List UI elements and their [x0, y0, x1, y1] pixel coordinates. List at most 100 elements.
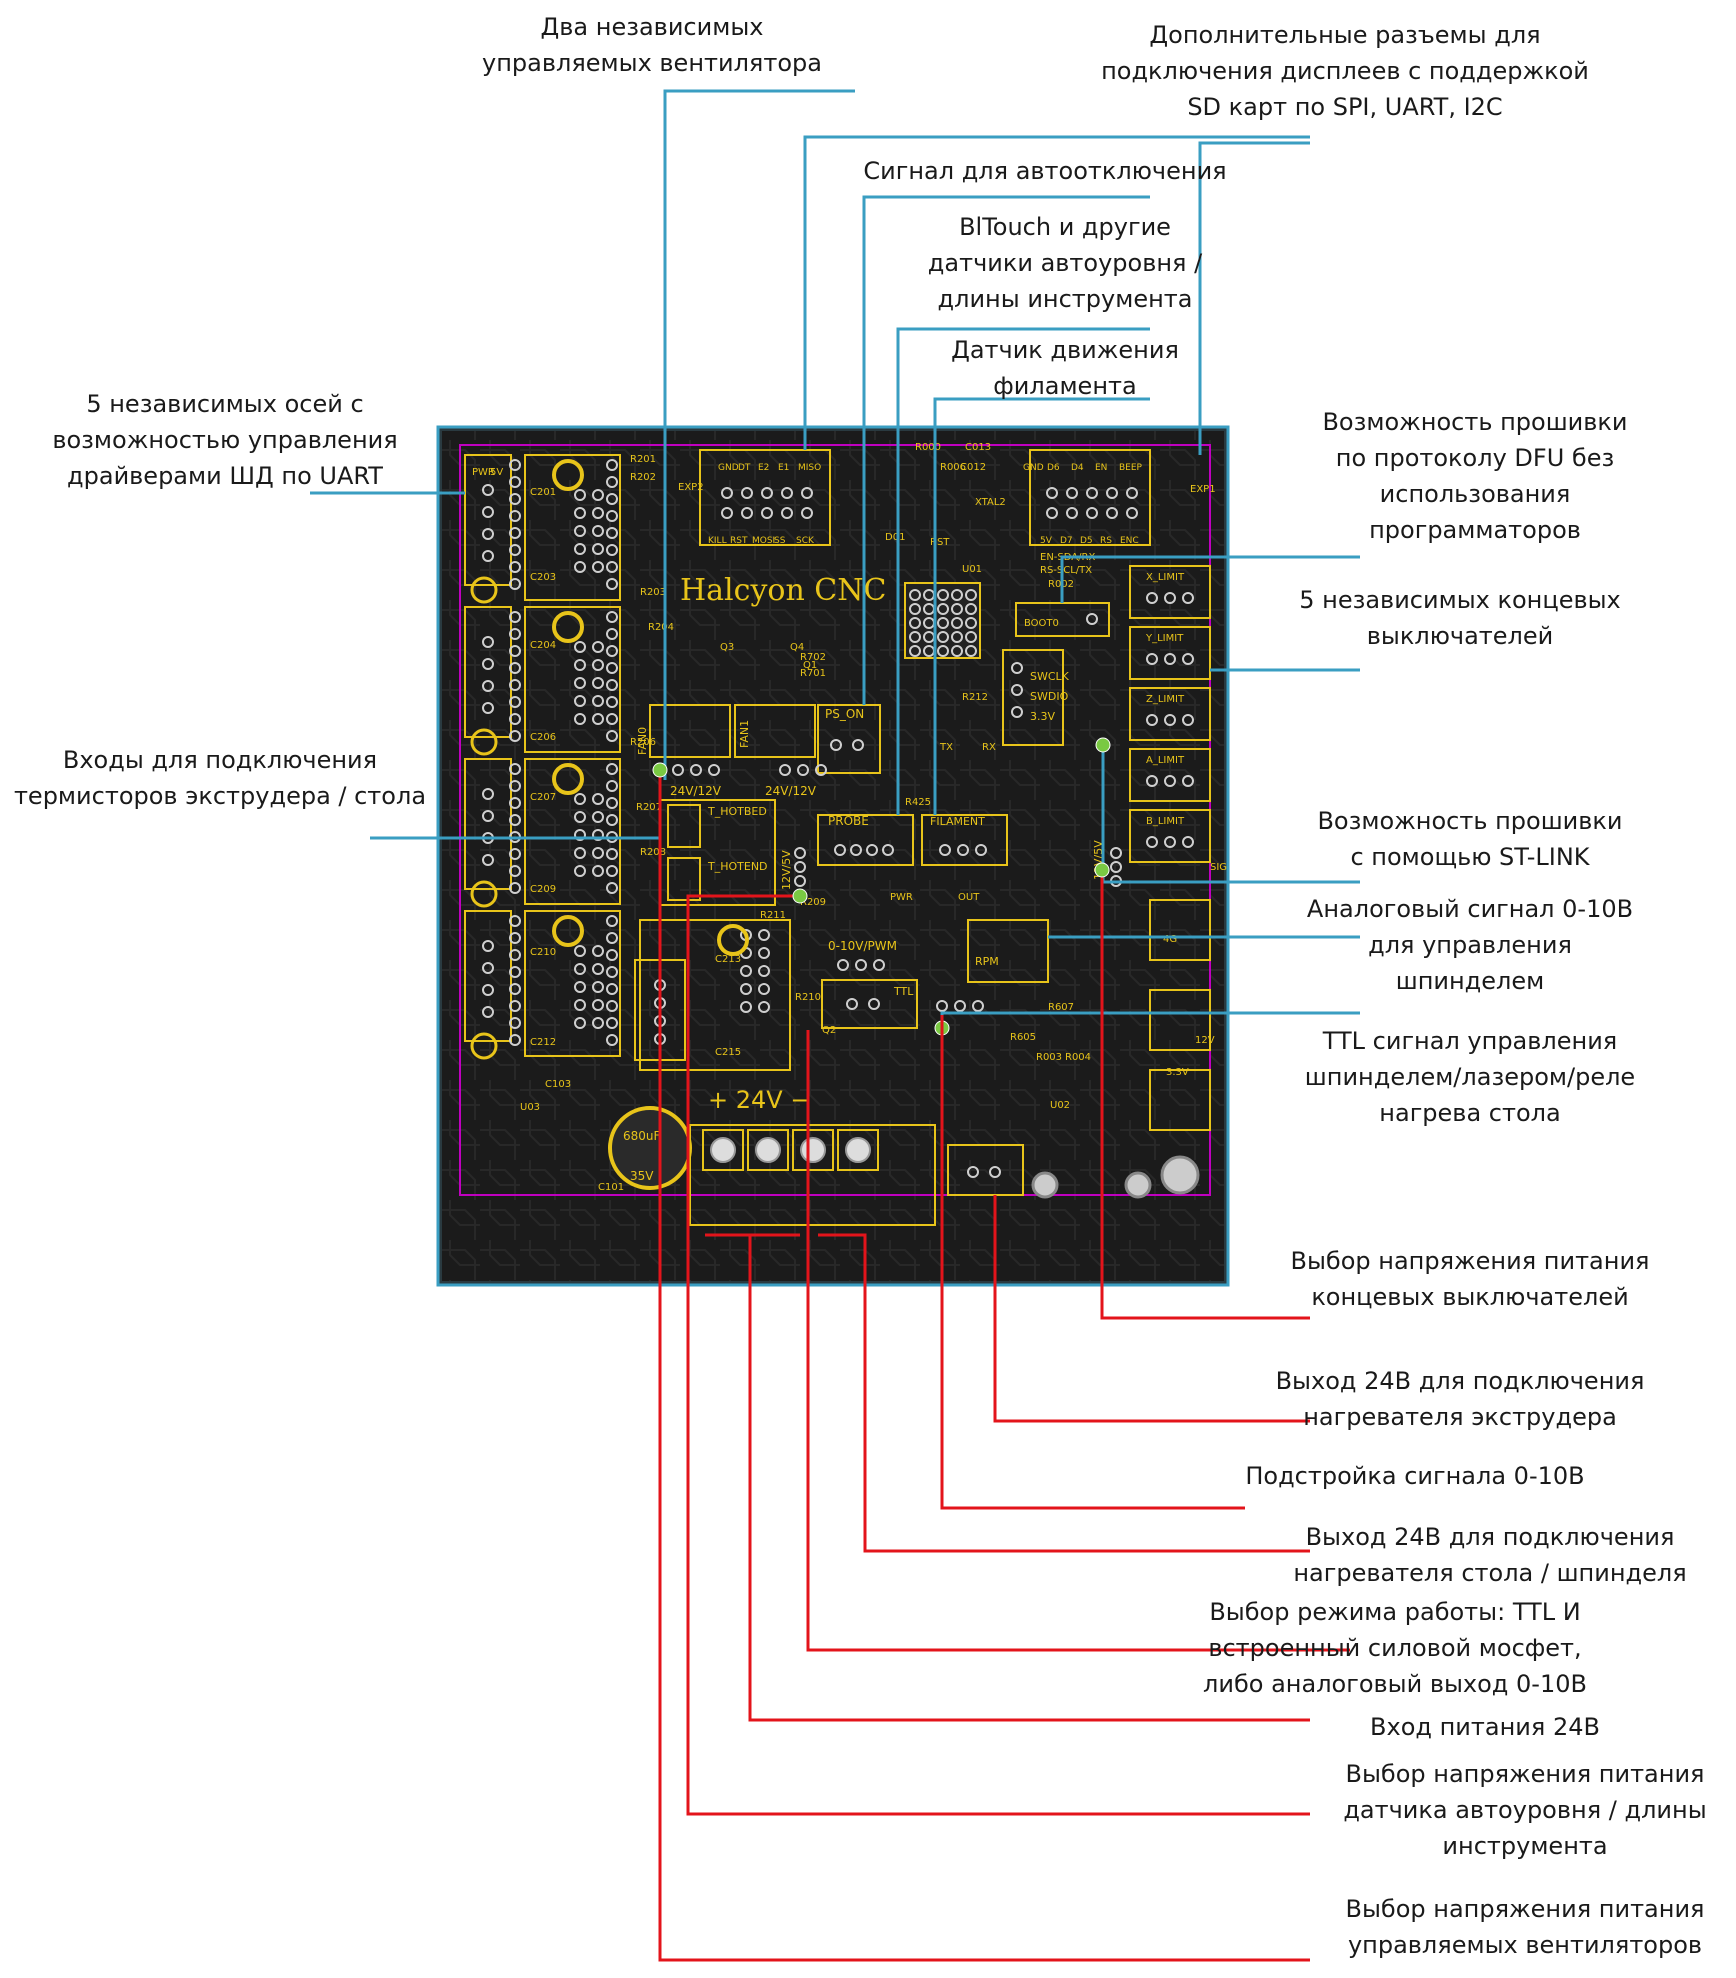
driver-pin — [758, 929, 770, 941]
aux-connector — [1149, 1069, 1211, 1131]
driver-pin — [592, 507, 604, 519]
callout-power: Вход питания 24В — [1370, 1713, 1600, 1741]
therm-bed-label: T_HOTBED — [707, 805, 767, 818]
driver-pin — [509, 797, 521, 809]
callout-line-text: концевых выключателей — [1311, 1283, 1628, 1311]
capacitor-value: 680uF — [623, 1129, 661, 1143]
swd-pin — [1011, 706, 1023, 718]
exp2-label: MISO — [798, 463, 821, 473]
driver-pin — [574, 713, 586, 725]
driver-pin — [606, 1017, 618, 1029]
ref-designator: R605 — [1010, 1032, 1036, 1043]
probe-pin — [834, 844, 846, 856]
driver-pin — [509, 628, 521, 640]
driver-socket — [524, 606, 621, 753]
driver-pin — [606, 662, 618, 674]
driver-pin — [574, 641, 586, 653]
exp1-connector — [1029, 449, 1151, 546]
callout-line-text: Два независимых — [541, 13, 764, 41]
callout-dot-probevolt — [792, 888, 808, 904]
filament-pin — [939, 844, 951, 856]
driver-pin — [592, 793, 604, 805]
filament-pin — [975, 844, 987, 856]
ref-designator: D01 — [885, 532, 905, 543]
ps-on-pin — [830, 739, 842, 751]
driver-pin — [606, 544, 618, 556]
driver-pin — [509, 578, 521, 590]
motor-pin — [482, 702, 494, 714]
callout-line-limvolt — [1100, 870, 1310, 1320]
callout-line-text: нагревателя экструдера — [1303, 1403, 1617, 1431]
limit-pin — [1182, 775, 1194, 787]
callout-line-text: Вход питания 24В — [1370, 1713, 1600, 1741]
limit-volt-pin — [1110, 861, 1122, 873]
mode-pin — [972, 1000, 984, 1012]
ref-designator: C203 — [530, 572, 556, 583]
driver-pin — [509, 713, 521, 725]
swd-connector — [1002, 649, 1064, 746]
ttl-pin — [846, 998, 858, 1010]
ref-designator: RX — [982, 742, 996, 753]
rpm-label: RPM — [975, 955, 999, 968]
mcu-pad — [909, 617, 921, 629]
callout-line-text: Выход 24В для подключения — [1276, 1367, 1645, 1395]
mcu-pad — [951, 603, 963, 615]
callout-line-filament — [933, 397, 1150, 815]
driver-pin — [592, 525, 604, 537]
v010-pin — [837, 959, 849, 971]
driver-pin — [740, 983, 752, 995]
driver-pin — [509, 983, 521, 995]
mcu-pad — [951, 645, 963, 657]
motor-pin — [482, 984, 494, 996]
led-ring — [470, 728, 498, 756]
ref-designator: R003 — [1036, 1052, 1062, 1063]
ref-designator: U01 — [962, 564, 982, 575]
driver-pin — [592, 677, 604, 689]
mcu-pad — [909, 603, 921, 615]
driver-pin — [574, 963, 586, 975]
driver-pin — [509, 848, 521, 860]
driver-pin — [509, 611, 521, 623]
ref-designator: R004 — [1065, 1052, 1091, 1063]
limit-label: B_LIMIT — [1146, 816, 1185, 827]
callout-line-text: Выход 24В для подключения — [1306, 1523, 1675, 1551]
exp1-pin — [1066, 487, 1078, 499]
callout-line-fanvolt — [658, 770, 1310, 1962]
mode-pin — [954, 1000, 966, 1012]
probe-connector — [817, 814, 914, 866]
driver-pin — [606, 628, 618, 640]
driver-pin — [606, 814, 618, 826]
probe-volt-pin — [794, 847, 806, 859]
exp1-bottom-label: D7 — [1060, 536, 1073, 546]
filament-pin — [957, 844, 969, 856]
ref-designator: Q3 — [720, 642, 734, 653]
motor-pin — [482, 810, 494, 822]
probe-pin — [850, 844, 862, 856]
callout-line-text: встроенный силовой мосфет, — [1208, 1634, 1581, 1662]
callout-line-text: Дополнительные разъемы для — [1149, 21, 1540, 49]
power-in-terminal-screw — [755, 1137, 781, 1163]
driver-pin — [758, 965, 770, 977]
callout-line-text: Выбор напряжения питания — [1346, 1895, 1705, 1923]
ref-designator: C012 — [960, 462, 986, 473]
driver-pin — [509, 1017, 521, 1029]
callout-line-text: 5 независимых осей с — [86, 390, 363, 418]
driver-pin — [509, 1000, 521, 1012]
limit-pin — [1182, 836, 1194, 848]
driver-pin — [574, 999, 586, 1011]
callout-line-probevolt — [686, 894, 1310, 1816]
heater-terminal — [837, 1129, 879, 1171]
driver-pin — [574, 489, 586, 501]
callout-line-hotend — [993, 1195, 1310, 1423]
